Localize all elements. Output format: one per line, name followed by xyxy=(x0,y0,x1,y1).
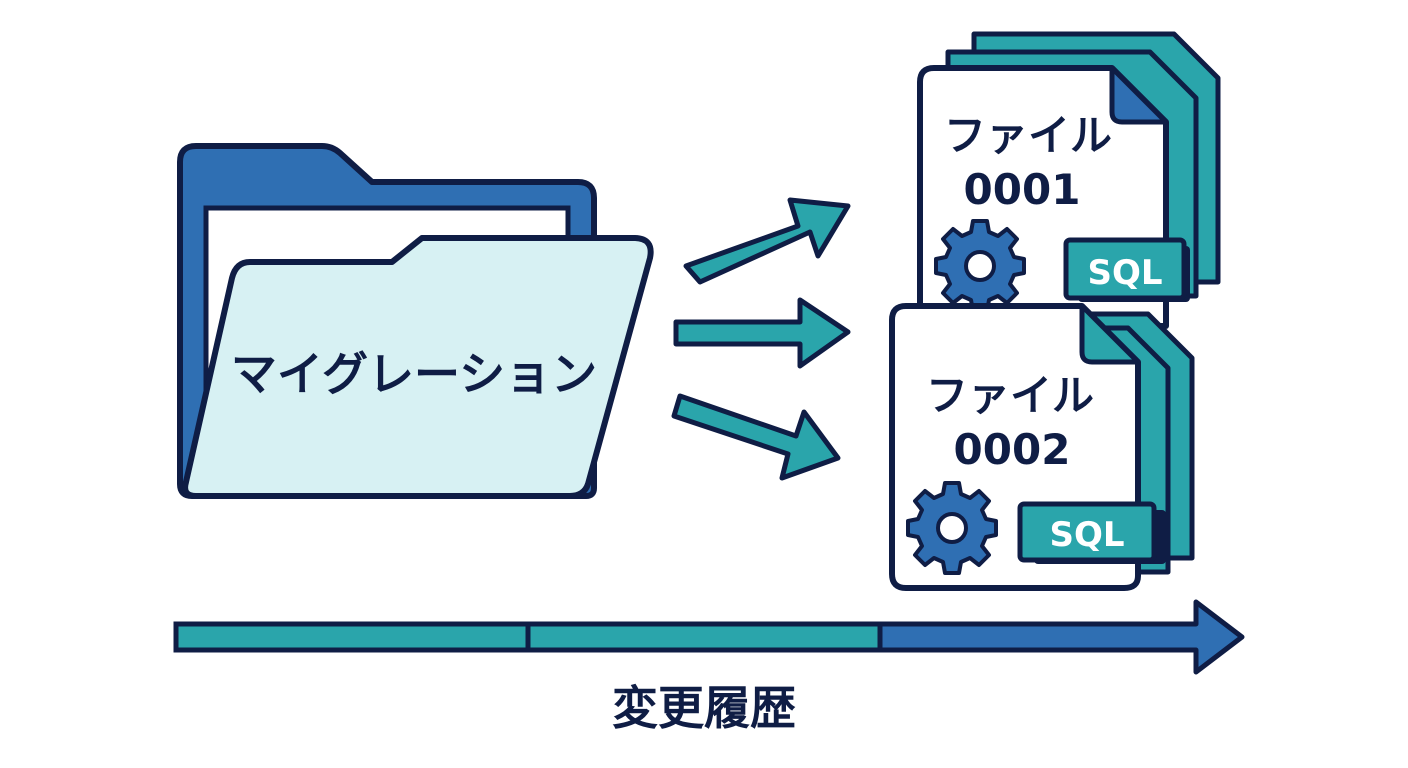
arrow-to-file-0001 xyxy=(683,197,851,285)
file-0002-number: 0002 xyxy=(954,425,1071,474)
gear-icon xyxy=(906,481,998,575)
sql-badge-label: SQL xyxy=(1087,253,1162,293)
file-0002-name: ファイル xyxy=(926,371,1094,420)
file-0001-name: ファイル xyxy=(944,111,1112,160)
file-0001-stack: ファイル 0001 SQL xyxy=(917,31,1221,329)
file-0001-number: 0001 xyxy=(964,165,1081,214)
gear-icon xyxy=(934,219,1026,313)
file-0002-stack: ファイル 0002 SQL xyxy=(889,303,1195,591)
arrow-to-file-0002 xyxy=(673,297,851,369)
folder-icon: マイグレーション xyxy=(177,143,654,499)
sql-badge-0001: SQL xyxy=(1063,237,1190,302)
timeline-arrow xyxy=(173,599,1245,675)
arrow-to-file-stack xyxy=(671,393,841,481)
sql-badge-label: SQL xyxy=(1049,515,1124,555)
sql-badge-0002: SQL xyxy=(1017,501,1166,564)
timeline-label: 変更履歴 xyxy=(612,681,796,735)
folder-label: マイグレーション xyxy=(231,347,597,401)
